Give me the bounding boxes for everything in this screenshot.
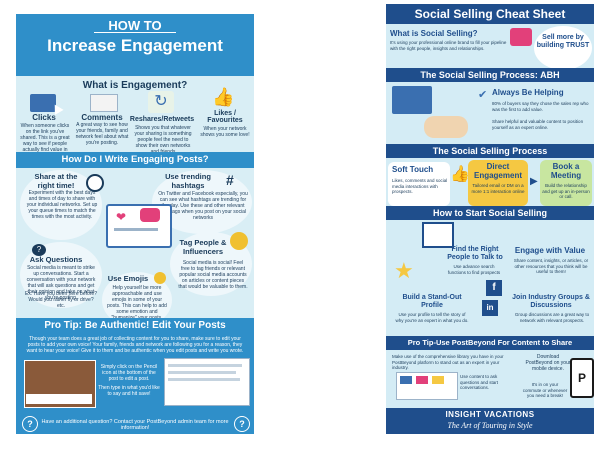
edit-text-line-3 xyxy=(168,378,240,381)
brand-tagline: The Art of Touring in Style xyxy=(447,421,533,430)
protip-text: Though your team does a great job of col… xyxy=(26,336,244,354)
direct-label: Direct Engagement xyxy=(473,162,522,180)
ask-example: Ex. Have you been here before? Would you… xyxy=(25,291,97,309)
ask-text: Social media is meant to strike up conve… xyxy=(26,265,96,301)
comments-text: A great way to see how your friends, fam… xyxy=(75,122,129,146)
protip-text-right-2: Use content to ask questions and start c… xyxy=(460,374,499,390)
library-tile-2 xyxy=(416,376,428,384)
what-selling-text: It's using your professional online bran… xyxy=(390,40,507,51)
profile-label: Build a Stand-Out Profile xyxy=(402,294,462,309)
star-icon: ★ xyxy=(394,258,414,283)
what-heading: What is Engagement? xyxy=(82,80,188,91)
tablet-illustration xyxy=(106,204,172,248)
book-meeting-card xyxy=(540,160,592,206)
hashtags-text: On Twitter and Facebook especially, you … xyxy=(158,191,248,221)
thumbs-up-icon: 👍 xyxy=(212,87,235,107)
social-selling-infographic: Social Selling Cheat Sheet What is Socia… xyxy=(386,4,594,434)
groups-label: Join Industry Groups & Discussions xyxy=(512,294,590,309)
handshake-illustration xyxy=(424,116,468,138)
howto-label: HOW TO xyxy=(108,18,162,33)
clock-icon xyxy=(86,174,104,192)
header-rule xyxy=(94,32,176,33)
text-line xyxy=(114,228,158,231)
library-tile-1 xyxy=(400,376,412,384)
comments-label: Comments xyxy=(81,113,123,122)
share-icon: ↻ xyxy=(148,91,174,113)
reshares-text: Shows you that whatever your sharing is … xyxy=(134,125,192,155)
library-tile-3 xyxy=(432,376,444,384)
process-heading: The Social Selling Process xyxy=(386,144,594,158)
search-screen-illustration xyxy=(422,222,454,248)
engage-text: Share content, insights, or articles, or… xyxy=(513,258,589,274)
linkedin-icon: in xyxy=(482,300,498,316)
share-time-label: Share at the right time! xyxy=(34,172,78,190)
soft-touch-label: Soft Touch xyxy=(392,165,434,174)
laptop-illustration xyxy=(392,86,432,114)
monitor-icon xyxy=(30,94,56,112)
help-icon-right: ? xyxy=(234,416,250,432)
ask-label: Ask Questions xyxy=(29,255,83,264)
find-text: Use advance search functions to find pro… xyxy=(447,264,501,275)
abh-heading: The Social Selling Process: ABH xyxy=(386,68,594,82)
comment-icon xyxy=(90,94,118,112)
edit-text-line-1 xyxy=(168,364,242,367)
write-heading: How Do I Write Engaging Posts? xyxy=(16,152,254,168)
emojis-label: Use Emojis xyxy=(107,274,149,283)
edit-text-line-2 xyxy=(168,371,236,374)
what-selling-heading: What is Social Selling? xyxy=(390,29,478,38)
emoji-icon xyxy=(154,272,166,284)
abh-text-2: Share helpful and valuable content to po… xyxy=(492,119,584,130)
clicks-label: Clicks xyxy=(32,113,56,122)
groups-text: Group discussions are a great way to net… xyxy=(514,312,590,323)
hashtags-label: Use trending hashtags xyxy=(165,172,211,190)
hashtag-icon: # xyxy=(226,172,234,188)
engage-label: Engage with Value xyxy=(514,246,586,255)
start-heading: How to Start Social Selling xyxy=(386,206,594,220)
check-icon: ✔ xyxy=(478,89,488,101)
header-band xyxy=(16,14,254,76)
edit-step-2: Then type in what you'd like to say and … xyxy=(98,385,160,397)
likes-text: When your network shows you some love! xyxy=(200,126,250,138)
protip-heading: Pro Tip: Be Authentic! Edit Your Posts xyxy=(16,318,254,334)
direct-engagement-card xyxy=(468,160,528,206)
post-actions-bar xyxy=(26,394,92,404)
protip-heading-right: Pro Tip-Use PostBeyond For Content to Sh… xyxy=(386,336,594,350)
likes-label: Likes / Favourites xyxy=(207,110,243,124)
reshares-label: Reshares/Retweets xyxy=(129,116,195,123)
tag-text: Social media is social! Feel free to tag… xyxy=(178,260,248,290)
heart-icon: ❤ xyxy=(116,210,127,224)
phone-postbeyond-icon: P xyxy=(570,358,594,398)
edit-step-1: Simply click on the Pencil icon at the b… xyxy=(100,364,158,382)
share-time-text: Experiment with the best days and times … xyxy=(26,190,98,220)
sell-more-text: Sell more by building TRUST xyxy=(536,34,590,49)
protip-text-right: Make use of the comprehensive library yo… xyxy=(392,354,504,370)
soft-touch-card xyxy=(388,162,450,206)
meeting-text: Build the relationship and get up an in-… xyxy=(542,183,590,199)
download-subtext: It's in on your commute or whenever you … xyxy=(522,382,568,398)
brand-name: INSIGHT VACATIONS xyxy=(445,410,535,419)
find-label: Find the Right People to Talk to xyxy=(447,246,503,261)
download-text: Download PostBeyond on your mobile devic… xyxy=(525,354,571,372)
question-icon: ? xyxy=(32,244,46,256)
infographic-title: Increase Engagement xyxy=(47,36,223,55)
thumbs-up-icon-right: 👍 xyxy=(450,166,470,183)
footer-text: Have an additional question? Contact you… xyxy=(41,419,229,431)
trust-badge xyxy=(534,26,592,70)
abh-text-1: 80% of buyers say they chose the sales r… xyxy=(492,101,589,112)
soft-touch-text: Likes, comments and social media interac… xyxy=(392,178,448,194)
always-helping-label: Always Be Helping xyxy=(492,88,564,97)
help-icon-left: ? xyxy=(22,416,38,432)
profile-text: Use your profile to tell the story of wh… xyxy=(395,312,469,323)
direct-text: Tailored email or DM on a more 1:1 inter… xyxy=(471,183,525,194)
chat-bubble-icon xyxy=(510,28,532,46)
arrow-right-icon: ▶ xyxy=(530,176,538,187)
smiley-icon xyxy=(230,232,248,250)
reaction-bubble-icon xyxy=(140,208,160,222)
facebook-icon: f xyxy=(486,280,502,296)
engagement-infographic: HOW TO Increase Engagement What is Engag… xyxy=(16,14,254,434)
brand-footer xyxy=(386,408,594,434)
tag-label: Tag People & Influencers xyxy=(179,238,227,256)
meeting-label: Book a Meeting xyxy=(550,162,582,180)
cheat-sheet-title: Social Selling Cheat Sheet xyxy=(386,4,594,24)
